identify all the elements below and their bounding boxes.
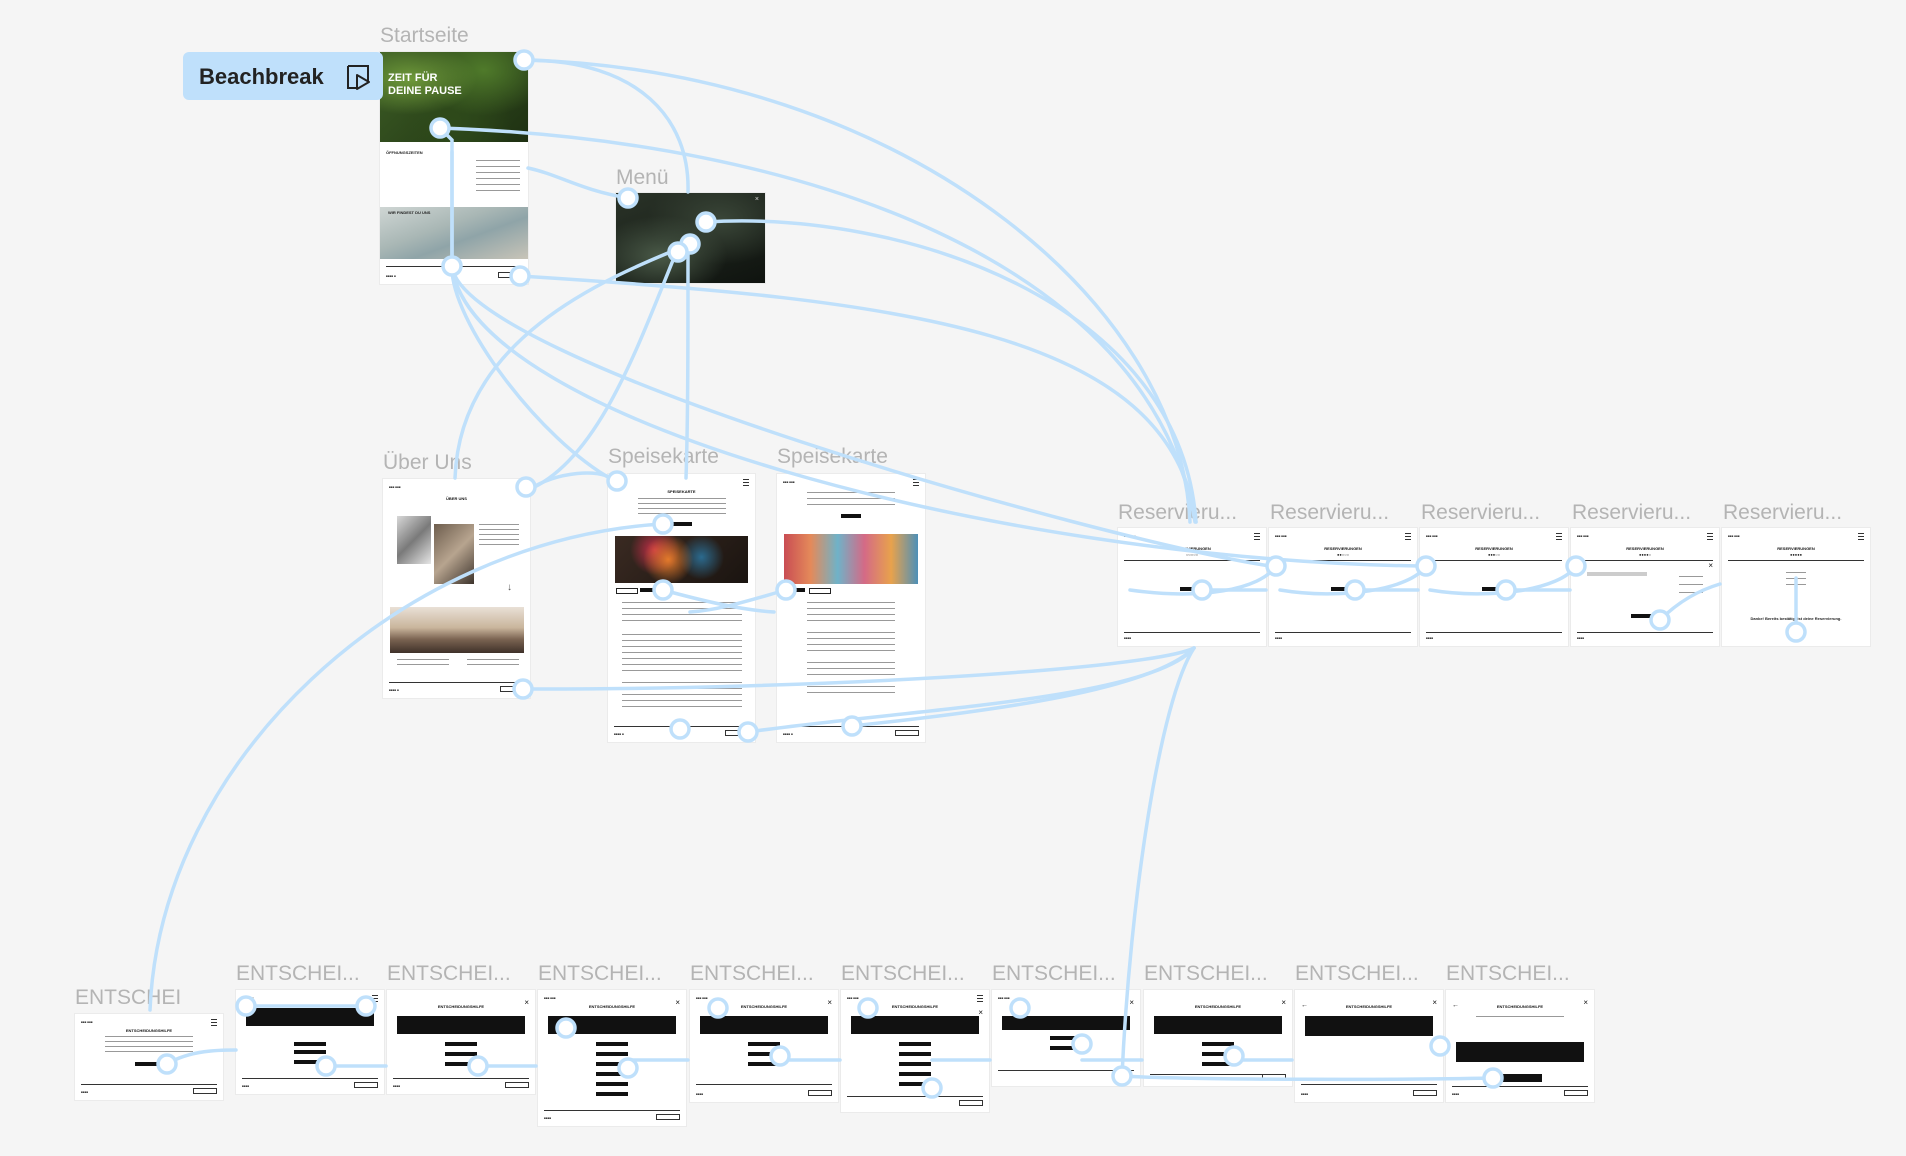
frame-label-reservierung-1[interactable]: Reservieru... bbox=[1118, 501, 1238, 524]
frame-speisekarte-1[interactable]: ■■■ ■■■ SPEISEKARTE ■■■■ ■ bbox=[608, 474, 755, 742]
entscheid-heading: ENTSCHEIDUNGSHILFE bbox=[1345, 1004, 1393, 1009]
close-icon[interactable]: × bbox=[675, 998, 680, 1007]
frame-label-reservierung-5[interactable]: Reservieru... bbox=[1723, 501, 1843, 524]
frame-entscheid-9[interactable]: ← ENTSCHEIDUNGSHILFE × ■■■■ bbox=[1446, 990, 1594, 1102]
frame-entscheid-8[interactable]: ← ENTSCHEIDUNGSHILFE × ■■■■ bbox=[1295, 990, 1443, 1102]
arrow-down-icon[interactable]: ↓ bbox=[507, 582, 512, 593]
frame-label-entscheid-4[interactable]: ENTSCHEI... bbox=[690, 962, 814, 985]
frame-label-entscheid-2[interactable]: ENTSCHEI... bbox=[387, 962, 511, 985]
entscheid-heading: ENTSCHEIDUNGSHILFE bbox=[588, 1004, 636, 1009]
frame-label-speisekarte-1[interactable]: Speisekarte bbox=[608, 445, 719, 468]
reservierung-heading: RESERVIERUNGEN bbox=[1626, 546, 1664, 551]
close-icon[interactable]: × bbox=[1708, 561, 1713, 570]
frame-reservierung-4[interactable]: ■■■ ■■■ RESERVIERUNGEN ●●●●○ × ■■■■ bbox=[1571, 528, 1719, 646]
close-icon[interactable]: × bbox=[524, 998, 529, 1007]
frame-entscheid-2[interactable]: ENTSCHEIDUNGSHILFE × ■■■■ bbox=[387, 990, 535, 1094]
close-icon[interactable]: × bbox=[978, 1008, 983, 1017]
frame-label-entscheid-8[interactable]: ENTSCHEI... bbox=[1295, 962, 1419, 985]
frame-label-entscheid-0[interactable]: ENTSCHEI bbox=[75, 986, 182, 1009]
frame-label-menu[interactable]: Menü bbox=[616, 166, 669, 189]
close-icon[interactable]: × bbox=[1281, 998, 1286, 1007]
section-location: WIR FINDEST DU UNS bbox=[388, 210, 431, 215]
speisekarte-heading: SPEISEKARTE bbox=[667, 489, 696, 494]
reservierung-heading: RESERVIERUNGEN bbox=[1777, 546, 1815, 551]
back-arrow-icon[interactable]: ← bbox=[1452, 1002, 1459, 1009]
frame-label-reservierung-3[interactable]: Reservieru... bbox=[1421, 501, 1541, 524]
frame-entscheid-7[interactable]: ENTSCHEIDUNGSHILFE × ■■■■ bbox=[1144, 990, 1292, 1086]
flow-start-button[interactable]: Beachbreak bbox=[183, 52, 383, 100]
section-opening-hours: ÖFFNUNGSZEITEN bbox=[386, 150, 423, 155]
ueber-uns-heading: ÜBER UNS bbox=[446, 496, 467, 501]
back-arrow-icon[interactable]: ← bbox=[1301, 1002, 1308, 1009]
frame-ueber-uns[interactable]: ■■■ ■■■ ÜBER UNS ↓ ■■■■ ■ bbox=[383, 479, 530, 698]
frame-label-reservierung-2[interactable]: Reservieru... bbox=[1270, 501, 1390, 524]
flow-name: Beachbreak bbox=[199, 64, 324, 89]
present-flow-icon[interactable] bbox=[343, 62, 373, 92]
frame-label-entscheid-6[interactable]: ENTSCHEI... bbox=[992, 962, 1116, 985]
frame-label-startseite[interactable]: Startseite bbox=[380, 24, 469, 47]
frame-entscheid-3[interactable]: ■■■ ■■■ ENTSCHEIDUNGSHILFE × ■■■■ bbox=[538, 990, 686, 1126]
reservierung-heading: RESERVIERUNGEN bbox=[1324, 546, 1362, 551]
reservierung-heading: RESERVIERUNGEN bbox=[1173, 546, 1211, 551]
frame-entscheid-0[interactable]: ■■■ ■■■ ENTSCHEIDUNGSHILFE ■■■■ bbox=[75, 1014, 223, 1100]
frame-label-entscheid-5[interactable]: ENTSCHEI... bbox=[841, 962, 965, 985]
entscheid-heading: ENTSCHEIDUNGSHILFE bbox=[1194, 1004, 1242, 1009]
entscheid-heading: ENTSCHEIDUNGSHILFE bbox=[740, 1004, 788, 1009]
frame-entscheid-5[interactable]: ■■■ ■■■ ENTSCHEIDUNGSHILFE × bbox=[841, 990, 989, 1112]
hero-title-line2: DEINE PAUSE bbox=[388, 85, 462, 97]
frame-label-ueber-uns[interactable]: Über Uns bbox=[383, 451, 472, 474]
entscheid-heading: ENTSCHEIDUNGSHILFE bbox=[437, 1004, 485, 1009]
entscheid-heading: ENTSCHEIDUNGSHILFE bbox=[891, 1004, 939, 1009]
close-icon[interactable]: × bbox=[1432, 998, 1437, 1007]
frame-speisekarte-2[interactable]: ■■■ ■■■ ■■■■ ■ bbox=[777, 474, 925, 742]
frame-label-entscheid-1[interactable]: ENTSCHEI... bbox=[236, 962, 360, 985]
entscheid-heading: ENTSCHEIDUNGSHILFE bbox=[1496, 1004, 1544, 1009]
reservierung-heading: RESERVIERUNGEN bbox=[1475, 546, 1513, 551]
frame-label-entscheid-7[interactable]: ENTSCHEI... bbox=[1144, 962, 1268, 985]
frame-label-reservierung-4[interactable]: Reservieru... bbox=[1572, 501, 1692, 524]
close-icon[interactable]: × bbox=[1583, 998, 1588, 1007]
frame-label-entscheid-9[interactable]: ENTSCHEI... bbox=[1446, 962, 1570, 985]
close-icon[interactable]: × bbox=[1129, 998, 1134, 1007]
close-icon[interactable]: × bbox=[754, 196, 759, 203]
entscheid-heading: ENTSCHEIDUNGSHILFE bbox=[125, 1028, 173, 1033]
map-image bbox=[380, 207, 528, 259]
close-icon[interactable]: × bbox=[827, 998, 832, 1007]
hero-title-line1: ZEIT FÜR bbox=[388, 72, 438, 84]
frame-startseite[interactable]: ZEIT FÜR DEINE PAUSE ÖFFNUNGSZEITEN WIR … bbox=[380, 52, 528, 284]
frame-label-entscheid-3[interactable]: ENTSCHEI... bbox=[538, 962, 662, 985]
